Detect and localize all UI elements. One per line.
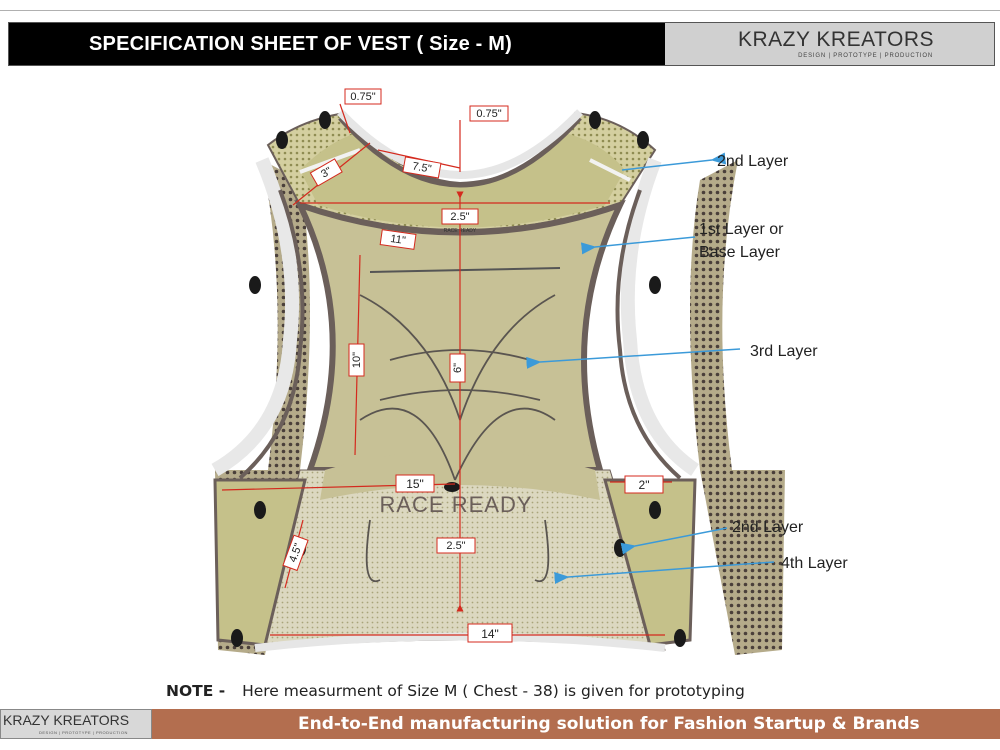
measurement-flap-height: 4.5" [282, 534, 309, 572]
measurement-pocket-depth: 2.5" [436, 537, 476, 554]
measurement-neck-width: 7.5" [402, 156, 442, 179]
neck-binding-white [337, 109, 583, 180]
neck-binding [338, 116, 582, 188]
svg-text:11": 11" [390, 233, 407, 247]
left-armhole-trim [238, 189, 305, 480]
svg-text:15": 15" [406, 477, 424, 491]
header-bar: SPECIFICATION SHEET OF VEST ( Size - M) … [8, 22, 995, 66]
measurement-waist: 15" [395, 474, 435, 493]
footer-brand-block: KRAZY KREATORS DESIGN | PROTOTYPE | PROD… [0, 709, 152, 739]
layer-label-3rd: 3rd Layer [750, 343, 818, 360]
svg-text:2.5": 2.5" [450, 211, 469, 223]
arrow-2nd-layer-bottom [620, 527, 728, 555]
footer-bar: KRAZY KREATORS DESIGN | PROTOTYPE | PROD… [0, 709, 1000, 739]
arrow-2nd-layer-top [621, 152, 727, 171]
brand-tagline: DESIGN | PROTOTYPE | PRODUCTION [798, 53, 933, 59]
shoulder-stripe-right [589, 158, 631, 182]
arrow-3rd-layer [526, 348, 741, 369]
measurement-neck-drop-center: 0.75" [469, 105, 509, 122]
footer-brand-name: KRAZY KREATORS [3, 712, 130, 728]
svg-text:7.5": 7.5" [411, 160, 432, 175]
bungee-cord [359, 294, 556, 481]
svg-text:10": 10" [351, 352, 363, 368]
measurement-chest-upper: 11" [379, 229, 417, 250]
measurement-hem: 14" [467, 623, 513, 643]
layer-label-1st: 1st Layer or [699, 221, 784, 238]
svg-text:6": 6" [452, 363, 464, 373]
top-rule [0, 10, 1000, 11]
hem-binding [254, 632, 666, 652]
right-lower-flap [603, 478, 697, 647]
note-text: Here measurment of Size M ( Chest - 38) … [242, 682, 745, 700]
svg-text:2": 2" [639, 478, 650, 492]
print-text: RACE READY [379, 492, 532, 517]
measurement-labels: 0.75" 0.75" 7.5" 3" 2.5" 11" 10" 6" [282, 88, 664, 643]
svg-text:14": 14" [481, 627, 499, 641]
measurement-yoke-depth: 2.5" [441, 208, 479, 225]
layer-label-4th: 4th Layer [781, 555, 848, 572]
zip-pocket [369, 267, 561, 273]
lower-cord-loops [365, 519, 550, 583]
arrow-4th-layer [554, 561, 775, 584]
right-armhole-binding [620, 157, 699, 476]
footer-brand-tagline: DESIGN | PROTOTYPE | PRODUCTION [39, 730, 128, 735]
measurement-side-length: 10" [348, 343, 365, 377]
measurement-shoulder: 3" [309, 158, 343, 187]
brand-block: KRAZY KREATORS DESIGN | PROTOTYPE | PROD… [665, 23, 994, 65]
arrow-1st-layer [580, 236, 696, 255]
layer-callouts [526, 152, 775, 584]
svg-text:0.75": 0.75" [350, 91, 375, 103]
measurement-center-length: 6" [449, 353, 466, 383]
layer-label-2nd-bottom: 2nd Layer [732, 519, 804, 536]
layer-labels: 2nd Layer 1st Layer or Base Layer 3rd La… [699, 153, 848, 572]
shoulder-stripe-left [299, 148, 361, 174]
left-armhole-binding [211, 157, 300, 477]
vest-diagram: RACE READY RACE READY 0.75" 0.75" 7.5" [211, 88, 848, 655]
brand-name: KRAZY KREATORS [737, 28, 934, 51]
layer-label-base: Base Layer [699, 244, 781, 261]
svg-text:2.5": 2.5" [446, 540, 465, 552]
svg-text:0.75": 0.75" [476, 108, 501, 120]
footer-slogan: End-to-End manufacturing solution for Fa… [152, 709, 1000, 739]
sheet-title: SPECIFICATION SHEET OF VEST ( Size - M) [9, 23, 665, 65]
right-armhole-trim [615, 189, 682, 480]
layer-label-2nd-top: 2nd Layer [717, 153, 789, 170]
note-label: NOTE - [166, 682, 226, 700]
note-line: NOTE - Here measurment of Size M ( Chest… [166, 682, 745, 700]
measurement-neck-drop-left: 0.75" [344, 88, 382, 105]
measurement-side-flap: 2" [624, 475, 664, 494]
